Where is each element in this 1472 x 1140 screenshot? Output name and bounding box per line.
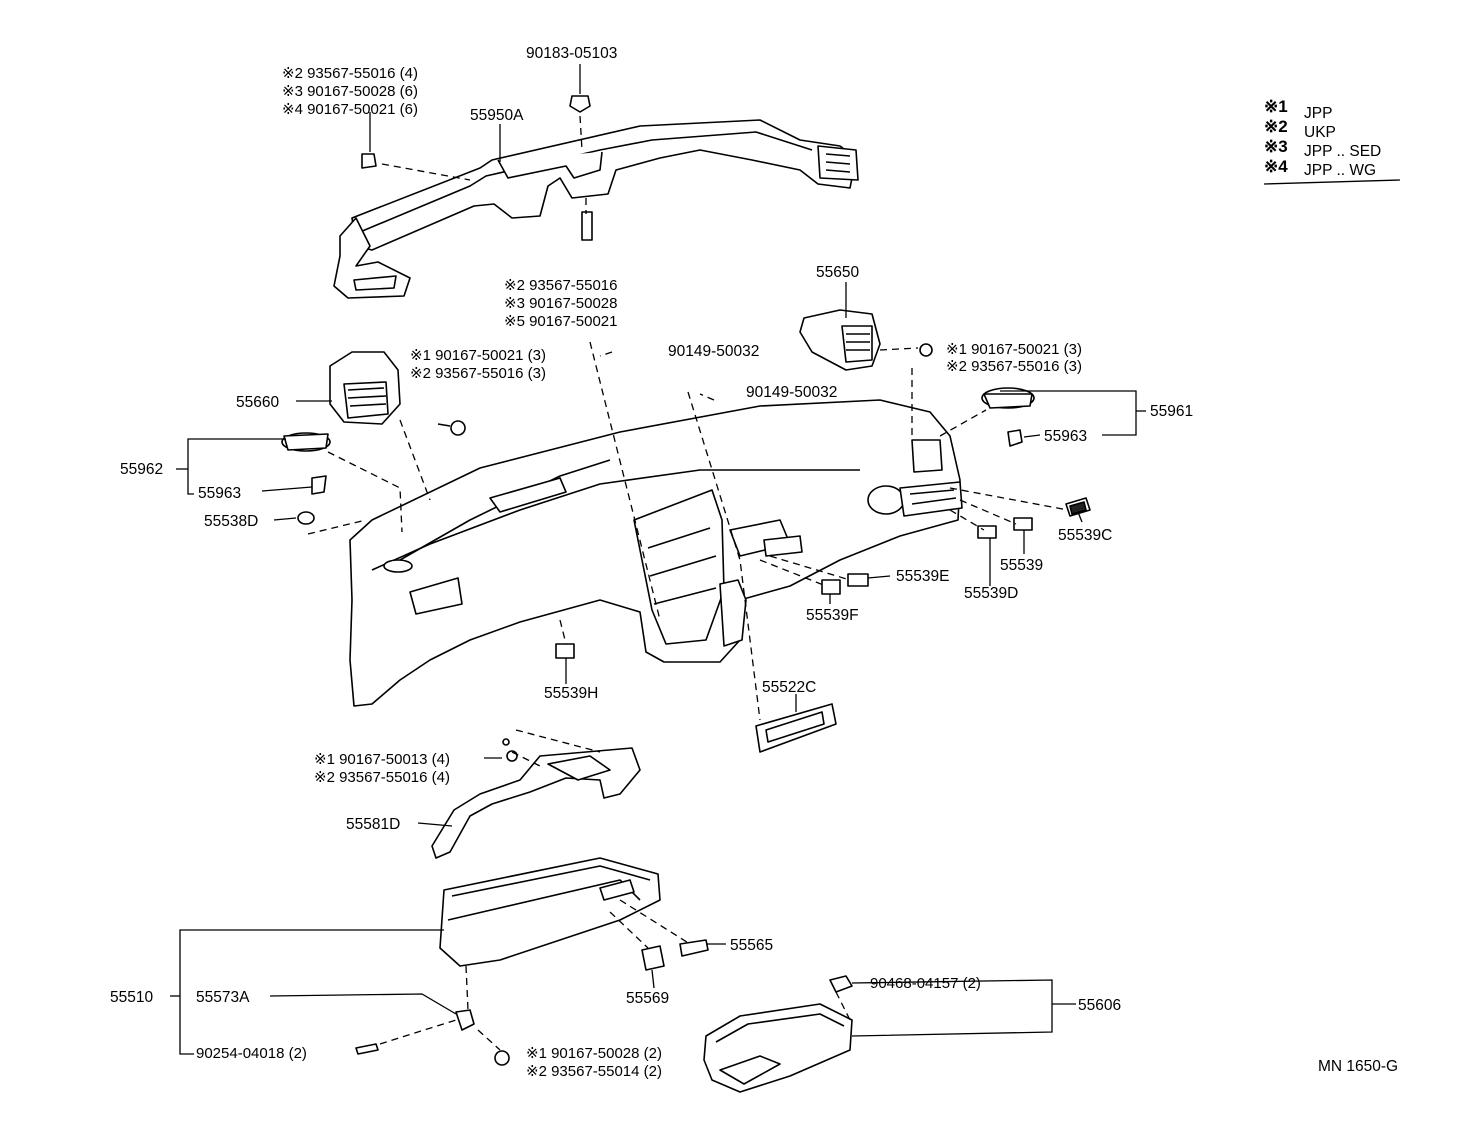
duct-center-screw-note-2: ※3 90167-50028 [504,295,618,312]
right-vent-drawing [799,309,933,371]
right-vent-screw-note-2: ※2 93567-55016 (3) [946,358,1082,375]
brace-screw-note-1: ※1 90167-50013 (4) [314,751,450,768]
bolt-b-label: 90149-50032 [746,384,837,401]
left-vent-label: 55660 [236,394,279,411]
duct-screw-note-3: ※4 90167-50021 (6) [282,101,418,118]
legend-text-2: UKP [1304,124,1336,141]
right-vent-screw-note-1: ※1 90167-50021 (3) [946,341,1082,358]
box-clip-label: 90468-04157 (2) [870,975,981,992]
legend-text-3: JPP .. SED [1304,143,1381,160]
cover-label: 55539 [1000,557,1043,574]
legend-text-1: JPP [1304,105,1332,122]
legend-mark-1: ※1 [1264,97,1288,116]
left-vent-screw-note-2: ※2 93567-55016 (3) [410,365,546,382]
leader-lines [170,64,1401,1055]
right-vent-label: 55650 [816,264,859,281]
duct-screw-note-1: ※2 93567-55016 (4) [282,65,418,82]
defroster-left-asm-label: 55962 [120,461,163,478]
cover-h-label: 55539H [544,685,598,702]
cover-d-label: 55539D [964,585,1018,602]
duct-clip-label: 90183-05103 [526,45,617,62]
legend-mark-3: ※3 [1264,137,1288,156]
hole-cover-left-label: 55538D [204,513,258,530]
diagram-id: MN 1650-G [1318,1058,1398,1075]
cover-c-label: 55539C [1058,527,1112,544]
glove-lock-label: 55573A [196,989,250,1006]
instrument-panel-drawing [349,399,963,707]
left-vent-drawing [329,351,466,436]
glove-stopper-label: 55569 [626,990,669,1007]
box-drawing [703,975,853,1093]
defroster-right-cap-label: 55963 [1044,428,1087,445]
heater-duct-drawing [333,95,859,299]
left-vent-screw-note-1: ※1 90167-50021 (3) [410,347,546,364]
legend: ※1 JPP ※2 UKP ※3 JPP .. SED ※4 JPP .. WG [1264,97,1381,179]
duct-label: 55950A [470,107,524,124]
cover-e-label: 55539E [896,568,949,585]
legend-mark-4: ※4 [1264,157,1288,176]
brace-screw-note-2: ※2 93567-55016 (4) [314,769,450,786]
cover-f-label: 55539F [806,607,859,624]
defroster-left-cap-label: 55963 [198,485,241,502]
box-label: 55606 [1078,997,1121,1014]
glove-box-asm-label: 55510 [110,989,153,1006]
bolt-a-label: 90149-50032 [668,343,759,360]
glove-screw-note-1: ※1 90167-50028 (2) [526,1045,662,1062]
glove-pin-label: 90254-04018 (2) [196,1045,307,1062]
glove-box-drawing [355,857,709,1066]
glove-screw-note-2: ※2 93567-55014 (2) [526,1063,662,1080]
center-panel-label: 55522C [762,679,816,696]
duct-screw-note-2: ※3 90167-50028 (6) [282,83,418,100]
duct-center-screw-note-1: ※2 93567-55016 [504,277,618,294]
assembly-dashed-lines [307,115,1069,1051]
defroster-drawing [281,387,1035,525]
center-panel-drawing [755,703,837,753]
legend-mark-2: ※2 [1264,117,1288,136]
duct-center-screw-note-3: ※5 90167-50021 [504,313,618,330]
legend-text-4: JPP .. WG [1304,162,1376,179]
brace-label: 55581D [346,816,400,833]
defroster-right-asm-label: 55961 [1150,403,1193,420]
brace-drawing [431,738,641,859]
glove-latch-cover-label: 55565 [730,937,773,954]
